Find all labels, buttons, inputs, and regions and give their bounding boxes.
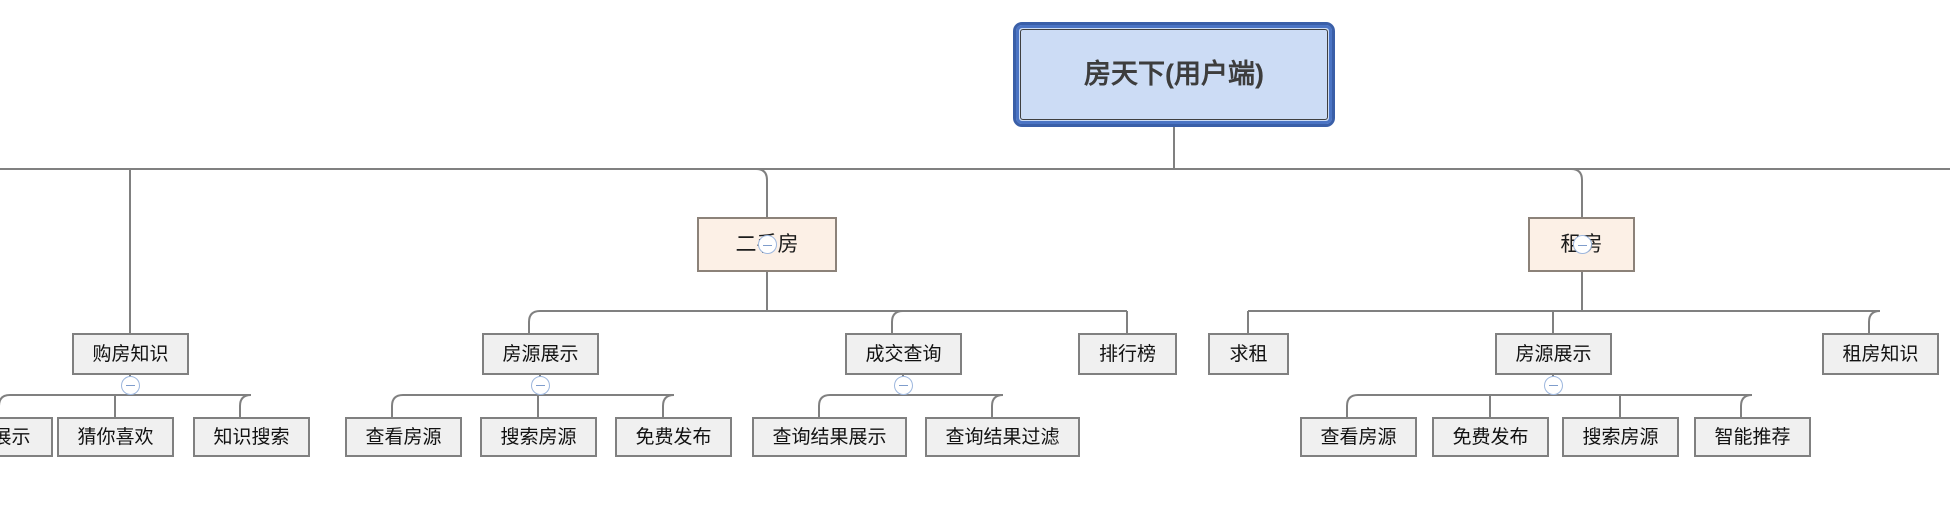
node-zufang-zhishi[interactable]: 租房知识	[1822, 333, 1939, 375]
node-sousuo-fangyuan-2[interactable]: 搜索房源	[1562, 417, 1679, 457]
node-zhanshi-clipped-label: 展示	[0, 426, 31, 448]
node-root[interactable]: 房天下(用户端)	[1013, 22, 1335, 127]
collapse-minus-icon-fangyuan-zhanshi-1[interactable]	[530, 375, 550, 395]
collapse-minus-icon-zufang[interactable]	[1572, 235, 1592, 254]
node-mianfei-fabu-1-label: 免费发布	[635, 426, 712, 448]
node-fangyuan-zhanshi-2-label: 房源展示	[1515, 343, 1592, 365]
node-zhineng-tuijian-label: 智能推荐	[1714, 426, 1791, 448]
node-sousuo-fangyuan-2-label: 搜索房源	[1582, 426, 1659, 448]
node-chaxun-jieguo-guolv-label: 查询结果过滤	[945, 426, 1060, 448]
node-cainixihuan[interactable]: 猜你喜欢	[57, 417, 174, 457]
collapse-minus-icon-fangyuan-zhanshi-2[interactable]	[1543, 375, 1563, 395]
node-paihangbang[interactable]: 排行榜	[1078, 333, 1177, 375]
node-zhanshi-clipped[interactable]: 展示	[0, 417, 53, 457]
node-chengjiao-chaxun[interactable]: 成交查询	[845, 333, 962, 375]
node-chaxun-jieguo-guolv[interactable]: 查询结果过滤	[925, 417, 1080, 457]
node-chakan-fangyuan-1-label: 查看房源	[365, 426, 442, 448]
node-fangyuan-zhanshi-1[interactable]: 房源展示	[482, 333, 599, 375]
node-zufang-zhishi-label: 租房知识	[1842, 343, 1919, 365]
node-qiuzu[interactable]: 求租	[1208, 333, 1289, 375]
node-mianfei-fabu-2[interactable]: 免费发布	[1432, 417, 1549, 457]
node-chakan-fangyuan-2[interactable]: 查看房源	[1300, 417, 1417, 457]
node-root-label: 房天下(用户端)	[1084, 59, 1264, 89]
collapse-minus-icon-chengjiao-chaxun[interactable]	[893, 375, 913, 395]
node-mianfei-fabu-1[interactable]: 免费发布	[615, 417, 732, 457]
node-zhishi-sousuo-label: 知识搜索	[213, 426, 290, 448]
node-chaxun-jieguo-zhanshi[interactable]: 查询结果展示	[752, 417, 907, 457]
node-chakan-fangyuan-2-label: 查看房源	[1320, 426, 1397, 448]
node-fangyuan-zhanshi-2[interactable]: 房源展示	[1495, 333, 1612, 375]
node-sousuo-fangyuan-1-label: 搜索房源	[500, 426, 577, 448]
node-chakan-fangyuan-1[interactable]: 查看房源	[345, 417, 462, 457]
collapse-minus-icon-ershoufang[interactable]	[757, 235, 777, 254]
collapse-minus-icon-goufang-zhishi[interactable]	[120, 375, 140, 395]
node-zhishi-sousuo[interactable]: 知识搜索	[193, 417, 310, 457]
node-chengjiao-chaxun-label: 成交查询	[865, 343, 942, 365]
node-chaxun-jieguo-zhanshi-label: 查询结果展示	[772, 426, 887, 448]
node-paihangbang-label: 排行榜	[1098, 343, 1156, 365]
node-mianfei-fabu-2-label: 免费发布	[1452, 426, 1529, 448]
node-fangyuan-zhanshi-1-label: 房源展示	[502, 343, 579, 365]
node-sousuo-fangyuan-1[interactable]: 搜索房源	[480, 417, 597, 457]
node-qiuzu-label: 求租	[1229, 343, 1268, 365]
node-zhineng-tuijian[interactable]: 智能推荐	[1694, 417, 1811, 457]
node-cainixihuan-label: 猜你喜欢	[77, 426, 154, 448]
node-goufang-zhishi[interactable]: 购房知识	[72, 333, 189, 375]
node-goufang-zhishi-label: 购房知识	[92, 343, 169, 365]
